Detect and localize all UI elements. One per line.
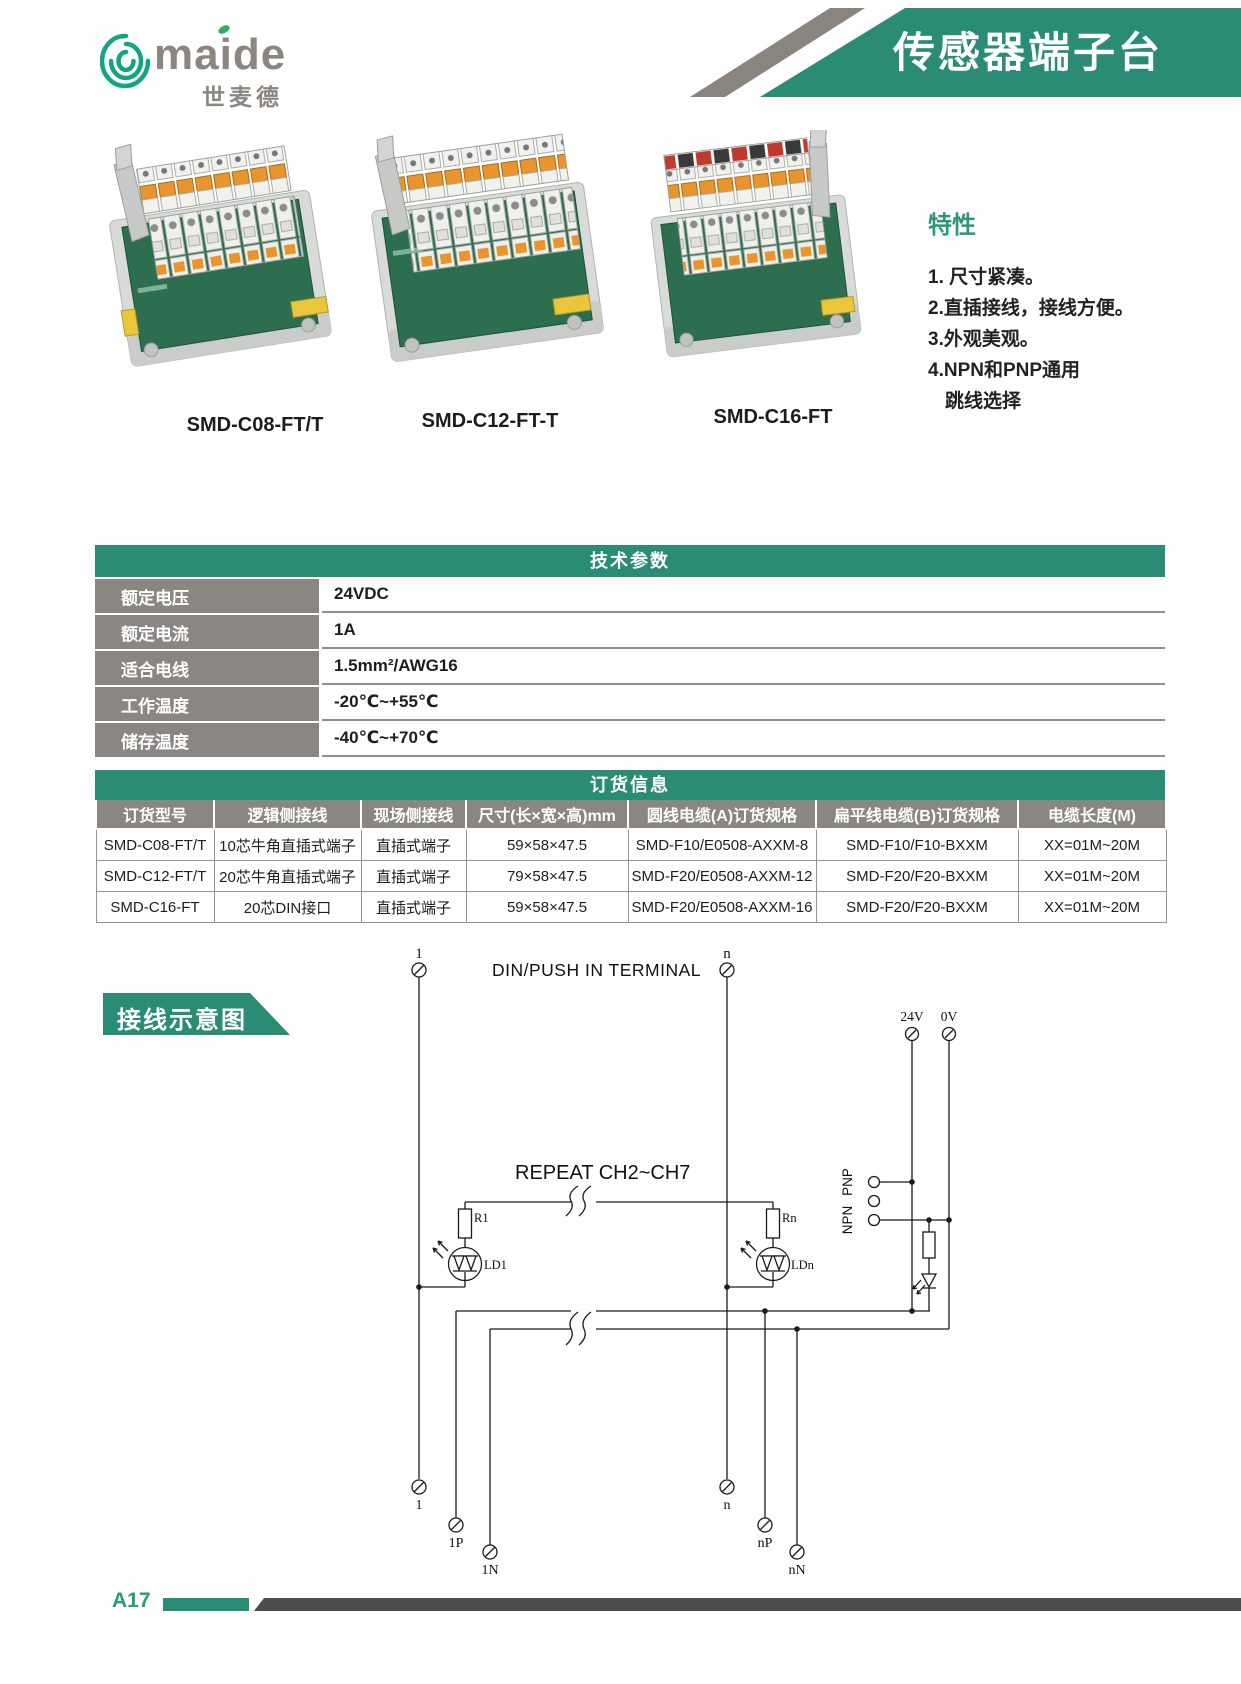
cell: 直插式端子 — [360, 828, 467, 861]
product-photo-smd-c08 — [109, 143, 332, 367]
feature-item: 1. 尺寸紧凑。 — [928, 267, 1045, 288]
rail-label: 24V — [900, 1009, 924, 1024]
leaf-icon — [218, 25, 230, 34]
feature-item: 2.直插接线，接线方便。 — [928, 298, 1134, 319]
tech-value: 1A — [322, 615, 1165, 649]
repeat-label: REPEAT CH2~CH7 — [515, 1162, 690, 1184]
logo: maide 世麦德 — [100, 24, 360, 134]
tech-value: -40℃~+70℃ — [322, 723, 1165, 757]
table-row: SMD-C16-FT 20芯DIN接口 直插式端子 59×58×47.5 SMD… — [95, 891, 1167, 923]
table-row: 工作温度 -20℃~+55℃ — [95, 687, 1165, 721]
tech-label: 额定电流 — [95, 615, 322, 649]
column-header: 扁平线电缆(B)订货规格 — [815, 800, 1019, 830]
tech-params-table: 技术参数 额定电压 24VDC 额定电流 1A 适合电线 1.5mm²/AWG1… — [95, 545, 1165, 757]
terminal-label: nP — [758, 1536, 773, 1551]
tech-label: 储存温度 — [95, 723, 322, 757]
product-caption-smd-c12: SMD-C12-FT-T — [421, 410, 559, 432]
terminal-label: 1P — [449, 1536, 464, 1551]
page-title: 传感器端子台 — [892, 29, 1163, 76]
tech-label: 工作温度 — [95, 687, 322, 721]
table-row: SMD-C12-FT/T 20芯牛角直插式端子 直插式端子 79×58×47.5… — [95, 860, 1167, 892]
tech-value: 1.5mm²/AWG16 — [322, 651, 1165, 685]
table-row: 适合电线 1.5mm²/AWG16 — [95, 651, 1165, 685]
product-photo-smd-c16 — [650, 130, 862, 358]
product-photo-smd-c12 — [371, 133, 604, 362]
led-label: LD1 — [484, 1258, 507, 1272]
cell: 79×58×47.5 — [465, 860, 629, 892]
tech-label: 额定电压 — [95, 579, 322, 613]
feature-item: 3.外观美观。 — [928, 329, 1039, 350]
product-caption-smd-c16: SMD-C16-FT — [713, 406, 833, 428]
column-header: 订货型号 — [95, 800, 215, 830]
cell: XX=01M~20M — [1017, 891, 1167, 923]
feature-item: 跳线选择 — [945, 391, 1022, 412]
cell: SMD-F10/F10-BXXM — [815, 828, 1019, 861]
column-header: 尺寸(长×宽×高)mm — [465, 800, 629, 830]
table-row: 额定电流 1A — [95, 615, 1165, 649]
cell: SMD-F20/F20-BXXM — [815, 860, 1019, 892]
logo-subtitle: 世麦德 — [202, 84, 283, 110]
tech-params-title: 技术参数 — [95, 545, 1165, 577]
tech-value: -20℃~+55℃ — [322, 687, 1165, 721]
table-row: 储存温度 -40℃~+70℃ — [95, 723, 1165, 757]
cell: 20芯DIN接口 — [213, 891, 362, 923]
cell: SMD-F20/E0508-AXXM-12 — [627, 860, 817, 892]
column-header: 圆线电缆(A)订货规格 — [627, 800, 817, 830]
tech-label: 适合电线 — [95, 651, 322, 685]
table-row: SMD-C08-FT/T 10芯牛角直插式端子 直插式端子 59×58×47.5… — [95, 828, 1167, 861]
column-header: 现场侧接线 — [360, 800, 467, 830]
footer-bar — [254, 1598, 1241, 1611]
jumper-label: PNP — [840, 1168, 855, 1196]
column-header: 电缆长度(M) — [1017, 800, 1167, 830]
cell: SMD-C16-FT — [95, 891, 215, 923]
wiring-section-title: 接线示意图 — [117, 1007, 247, 1034]
table-row: 额定电压 24VDC — [95, 579, 1165, 613]
cell: SMD-C08-FT/T — [95, 828, 215, 861]
order-info-table: 订货信息 订货型号 逻辑侧接线 现场侧接线 尺寸(长×宽×高)mm 圆线电缆(A… — [95, 770, 1167, 923]
resistor-label: Rn — [782, 1211, 797, 1225]
smaide-spiral-logo-icon — [100, 33, 150, 89]
diagram-title: DIN/PUSH IN TERMINAL — [492, 960, 701, 980]
product-caption-smd-c08: SMD-C08-FT/T — [186, 414, 324, 436]
cell: 20芯牛角直插式端子 — [213, 860, 362, 892]
cell: SMD-F20/E0508-AXXM-16 — [627, 891, 817, 923]
terminal-label: 1 — [415, 946, 423, 962]
features-panel: 特性 1. 尺寸紧凑。 2.直插接线，接线方便。 3.外观美观。 4.NPN和P… — [928, 205, 1228, 421]
wiring-section-banner: 接线示意图 — [103, 993, 290, 1035]
led-label: LDn — [791, 1258, 815, 1272]
cell: XX=01M~20M — [1017, 860, 1167, 892]
cell: 59×58×47.5 — [465, 891, 629, 923]
feature-item: 4.NPN和PNP通用 — [928, 360, 1081, 381]
terminal-label: n — [723, 946, 731, 962]
wiring-diagram: 1 n DIN/PUSH IN TERMINAL REPEAT CH2~CH7 … — [370, 930, 990, 1585]
cell: 10芯牛角直插式端子 — [213, 828, 362, 861]
footer-bar-accent — [163, 1598, 249, 1611]
column-header: 逻辑侧接线 — [213, 800, 362, 830]
cell: 59×58×47.5 — [465, 828, 629, 861]
logo-text: maide — [154, 30, 287, 79]
rail-label: 0V — [941, 1009, 958, 1024]
terminal-label: n — [724, 1498, 731, 1513]
features-title: 特性 — [928, 212, 976, 239]
table-header-row: 订货型号 逻辑侧接线 现场侧接线 尺寸(长×宽×高)mm 圆线电缆(A)订货规格… — [95, 800, 1167, 830]
cell: 直插式端子 — [360, 891, 467, 923]
cell: SMD-F20/F20-BXXM — [815, 891, 1019, 923]
terminal-label: 1N — [481, 1563, 498, 1578]
cell: SMD-C12-FT/T — [95, 860, 215, 892]
cell: XX=01M~20M — [1017, 828, 1167, 861]
page-number: A17 — [112, 1589, 151, 1612]
terminal-label: 1 — [416, 1498, 423, 1513]
terminal-label: nN — [788, 1563, 805, 1578]
wiring-diagram-svg: 1 n DIN/PUSH IN TERMINAL REPEAT CH2~CH7 … — [411, 946, 958, 1578]
tech-value: 24VDC — [322, 579, 1165, 613]
order-info-title: 订货信息 — [95, 770, 1165, 800]
cell: SMD-F10/E0508-AXXM-8 — [627, 828, 817, 861]
resistor-label: R1 — [474, 1211, 489, 1225]
jumper-label: NPN — [840, 1206, 855, 1235]
cell: 直插式端子 — [360, 860, 467, 892]
